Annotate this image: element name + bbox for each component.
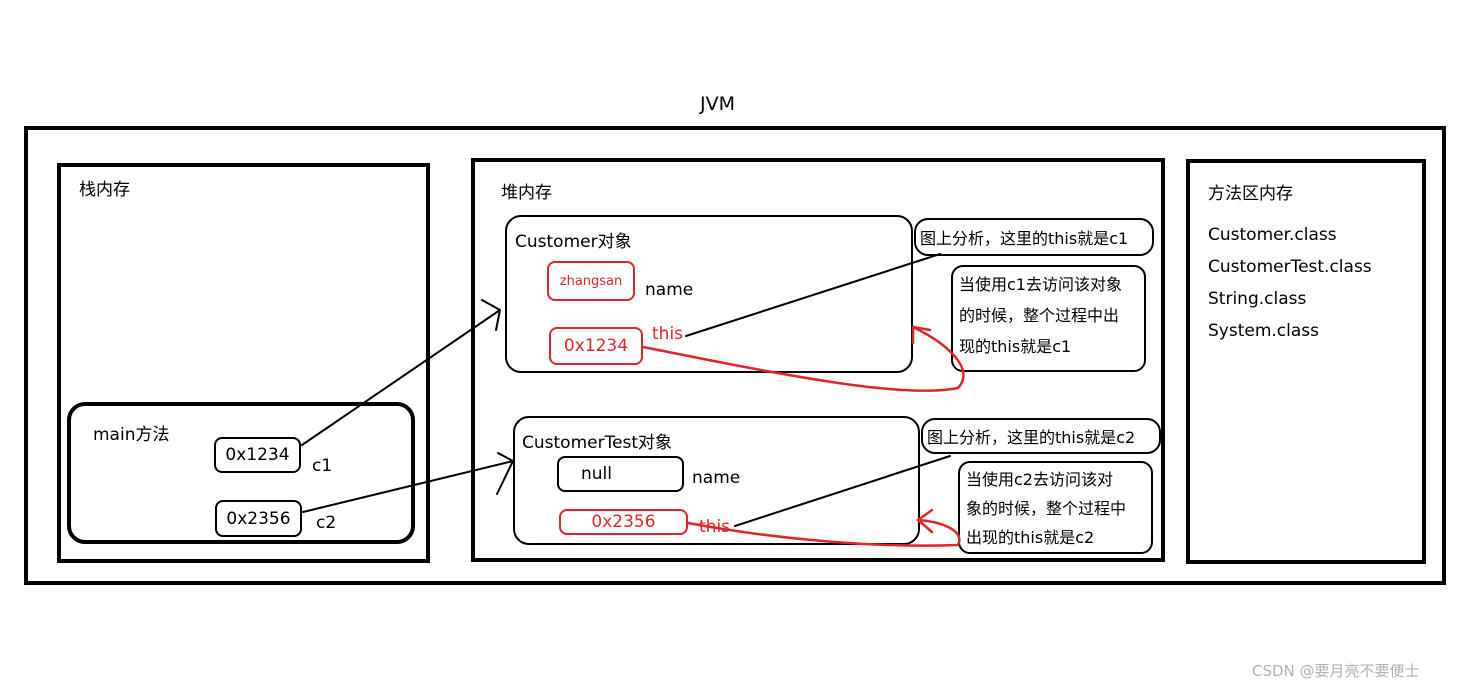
customer-name-value: zhangsan	[547, 261, 635, 301]
this-c2-note-line: 出现的this就是c2	[966, 528, 1095, 547]
customer-this-value: 0x1234	[549, 327, 643, 365]
this-c1-callout: 图上分析，这里的this就是c1	[914, 218, 1154, 256]
c1-variable-name: c1	[312, 456, 333, 476]
this-c2-note: 当使用c2去访问该对 象的时候，整个过程中 出现的this就是c2	[958, 461, 1153, 554]
class-item-customer: Customer.class	[1208, 225, 1337, 245]
class-item-string: String.class	[1208, 289, 1307, 309]
method-area-region: 方法区内存 Customer.class CustomerTest.class …	[1186, 159, 1426, 564]
stack-memory-label: 栈内存	[79, 180, 130, 200]
class-item-customertest: CustomerTest.class	[1208, 257, 1372, 277]
customertest-name-value: null	[557, 456, 684, 492]
watermark: CSDN @要月亮不要便士	[1252, 662, 1420, 680]
diagram-title: JVM	[700, 93, 735, 115]
customertest-name-field: name	[692, 468, 741, 488]
this-c1-note-line: 现的this就是c1	[959, 337, 1072, 356]
customer-object-label: Customer对象	[515, 232, 632, 252]
customer-this-label: this	[652, 324, 684, 344]
customertest-object-label: CustomerTest对象	[522, 433, 673, 453]
method-area-label: 方法区内存	[1208, 184, 1293, 204]
c2-reference-value: 0x2356	[215, 500, 302, 537]
heap-memory-label: 堆内存	[501, 183, 552, 203]
c2-variable-name: c2	[316, 513, 337, 533]
this-c2-note-line: 象的时候，整个过程中	[966, 499, 1127, 518]
c1-reference-value: 0x1234	[214, 437, 301, 473]
class-item-system: System.class	[1208, 321, 1319, 341]
customer-name-field: name	[645, 280, 694, 300]
customertest-this-value: 0x2356	[559, 509, 688, 535]
main-method-label: main方法	[93, 425, 170, 445]
this-c1-note-line: 当使用c1去访问该对象	[959, 275, 1122, 294]
this-c1-note: 当使用c1去访问该对象 的时候，整个过程中出 现的this就是c1	[951, 265, 1146, 372]
class-list: Customer.class CustomerTest.class String…	[1208, 219, 1372, 347]
this-c1-note-line: 的时候，整个过程中出	[959, 306, 1120, 325]
customertest-this-label: this	[699, 517, 731, 537]
this-c2-callout: 图上分析，这里的this就是c2	[921, 418, 1161, 454]
this-c2-note-line: 当使用c2去访问该对	[966, 470, 1113, 489]
